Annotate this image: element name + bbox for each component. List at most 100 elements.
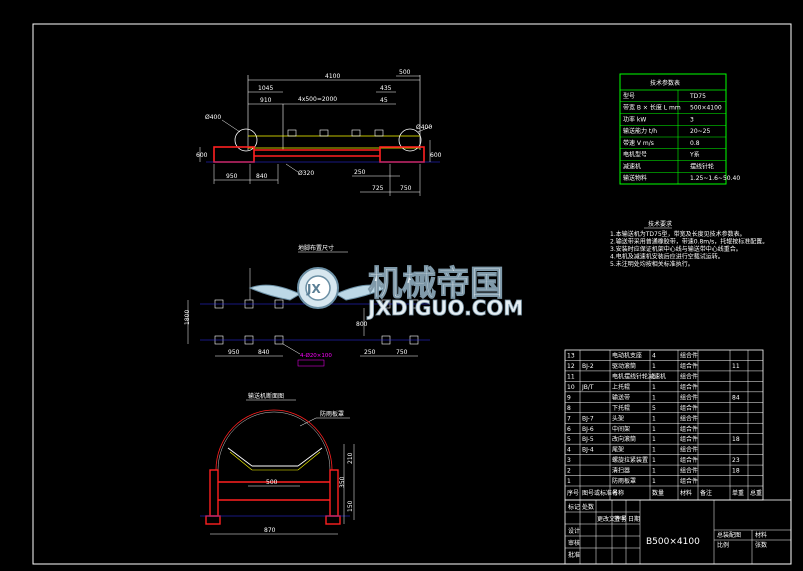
plan-dim-1800: 1800: [184, 310, 191, 325]
parts-cell: 4: [652, 353, 656, 360]
parts-cell: 清扫器: [612, 467, 630, 475]
dim-span: 4x500=2000: [298, 96, 337, 103]
parts-cell: 1: [652, 468, 656, 475]
section-dim-150: 150: [347, 500, 354, 512]
parts-cell: 1: [652, 394, 656, 401]
tech-row-value: 500×4100: [690, 105, 722, 112]
parts-cell: 驱动滚筒: [612, 362, 636, 370]
dim-750: 750: [400, 185, 412, 192]
parts-cell: 84: [732, 394, 740, 401]
tb-mark: 标记: [568, 503, 580, 511]
tech-row-name: 输送能力 t/h: [623, 127, 657, 135]
dim-dia320: Ø320: [298, 170, 314, 177]
parts-header-cell: 备注: [700, 489, 712, 497]
parts-header-cell: 名称: [612, 489, 624, 497]
parts-cell: 组合件: [680, 393, 698, 401]
tail-pulley: [398, 128, 422, 152]
parts-cell: 尾架: [612, 446, 624, 454]
title-block: 标记 处数 更改文件号 签字 日期 设计 审核 批准 B500×4100 总装配…: [564, 499, 792, 565]
tech-row-value: 3: [690, 116, 694, 123]
tb-sheets: 张数: [755, 541, 767, 549]
parts-cell: BJ-2: [582, 363, 594, 370]
parts-cell: BJ-5: [582, 436, 594, 443]
dim-910: 910: [260, 97, 272, 104]
parts-cell: 组合件: [680, 414, 698, 422]
parts-cell: 1: [567, 478, 571, 485]
parts-cell: 1: [652, 373, 656, 380]
parts-cell: 8: [567, 405, 571, 412]
tech-row-name: 电机型号: [623, 151, 647, 159]
tb-designer: 设计: [568, 527, 580, 535]
plan-dim-250: 250: [364, 349, 376, 356]
parts-cell: 组合件: [680, 383, 698, 391]
tech-row-name: 功率 kW: [623, 115, 646, 123]
tb-date: 日期: [628, 515, 640, 523]
parts-cell: 组合件: [680, 456, 698, 464]
tech-row-value: 摆线针轮: [690, 162, 714, 170]
parts-cell: 改向滚筒: [612, 435, 636, 443]
parts-cell: BJ-7: [582, 415, 594, 422]
dim-435: 435: [380, 85, 392, 92]
parts-cell: 上托辊: [612, 383, 630, 391]
tech-row-name: 减速机: [623, 162, 641, 170]
note-item: 2.输送带采用普通橡胶带，带速0.8m/s，托辊按标准配置。: [610, 238, 768, 246]
parts-cell: 下托辊: [612, 404, 630, 412]
tech-row-value: TD75: [689, 93, 706, 100]
note-item: 5.未注明处均按相关标准执行。: [610, 260, 694, 268]
site-watermark: JX 机械帝国 JXDIGUO.COM: [248, 264, 524, 320]
tb-material: 材料: [755, 531, 767, 539]
tech-table-title: 技术参数表: [650, 79, 680, 87]
parts-cell: 电动机支座: [612, 352, 642, 360]
parts-cell: 18: [732, 468, 740, 475]
dim-250: 250: [354, 169, 366, 176]
tb-count: 处数: [582, 503, 594, 511]
dim-600-right: 600: [430, 152, 442, 159]
plan-dim-840: 840: [258, 349, 270, 356]
parts-cell: 6: [567, 426, 571, 433]
dim-500-top: 500: [399, 69, 411, 76]
parts-cell: 组合件: [680, 425, 698, 433]
parts-cell: 头架: [612, 414, 624, 422]
parts-cell: 5: [652, 405, 656, 412]
section-dim-500: 500: [266, 479, 278, 486]
tech-row-value: 1.25~1.6~50.40: [690, 175, 740, 182]
tb-sign: 签字: [614, 515, 626, 523]
plan-dim-950: 950: [228, 349, 240, 356]
parts-cell: 输送带: [612, 393, 630, 401]
tech-row-value: 20~25: [690, 128, 710, 135]
tb-checker: 审核: [568, 539, 580, 547]
note-item: 1.本输送机为TD75型，带宽及长度见技术参数表。: [610, 230, 746, 238]
parts-cell: BJ-6: [582, 426, 594, 433]
parts-header-cell: 序号: [567, 489, 579, 497]
dim-45: 45: [380, 97, 388, 104]
technical-notes: 技术要求 1.本输送机为TD75型，带宽及长度见技术参数表。2.输送带采用普通橡…: [610, 220, 768, 268]
parts-cell: 23: [732, 457, 740, 464]
parts-cell: 1: [652, 457, 656, 464]
watermark-url-text: JXDIGUO.COM: [366, 296, 523, 320]
parts-header-cell: 单重: [732, 489, 744, 497]
parts-cell: 10: [567, 384, 575, 391]
watermark-chinese-text: 机械帝国: [368, 264, 504, 304]
section-dim-210: 210: [347, 452, 354, 464]
drawing-frame: [32, 23, 792, 565]
section-dim-870: 870: [264, 527, 276, 534]
parts-cell: 组合件: [680, 372, 698, 380]
parts-cell: 中间架: [612, 425, 630, 433]
plan-dim-750: 750: [396, 349, 408, 356]
tech-row-name: 输送物料: [623, 174, 647, 182]
parts-cell: 1: [652, 478, 656, 485]
parts-cell: 1: [652, 415, 656, 422]
parts-cell: 13: [567, 353, 575, 360]
dim-950: 950: [226, 173, 238, 180]
parts-cell: 1: [652, 447, 656, 454]
parts-cell: JB/T: [581, 384, 594, 391]
dim-600-left: 600: [196, 152, 208, 159]
parts-cell: 防雨板罩: [612, 477, 636, 485]
parts-cell: 2: [567, 468, 571, 475]
parts-cell: 1: [652, 426, 656, 433]
tb-approver: 批准: [568, 551, 580, 559]
parts-cell: 电机摆线针轮减速机: [612, 372, 666, 380]
